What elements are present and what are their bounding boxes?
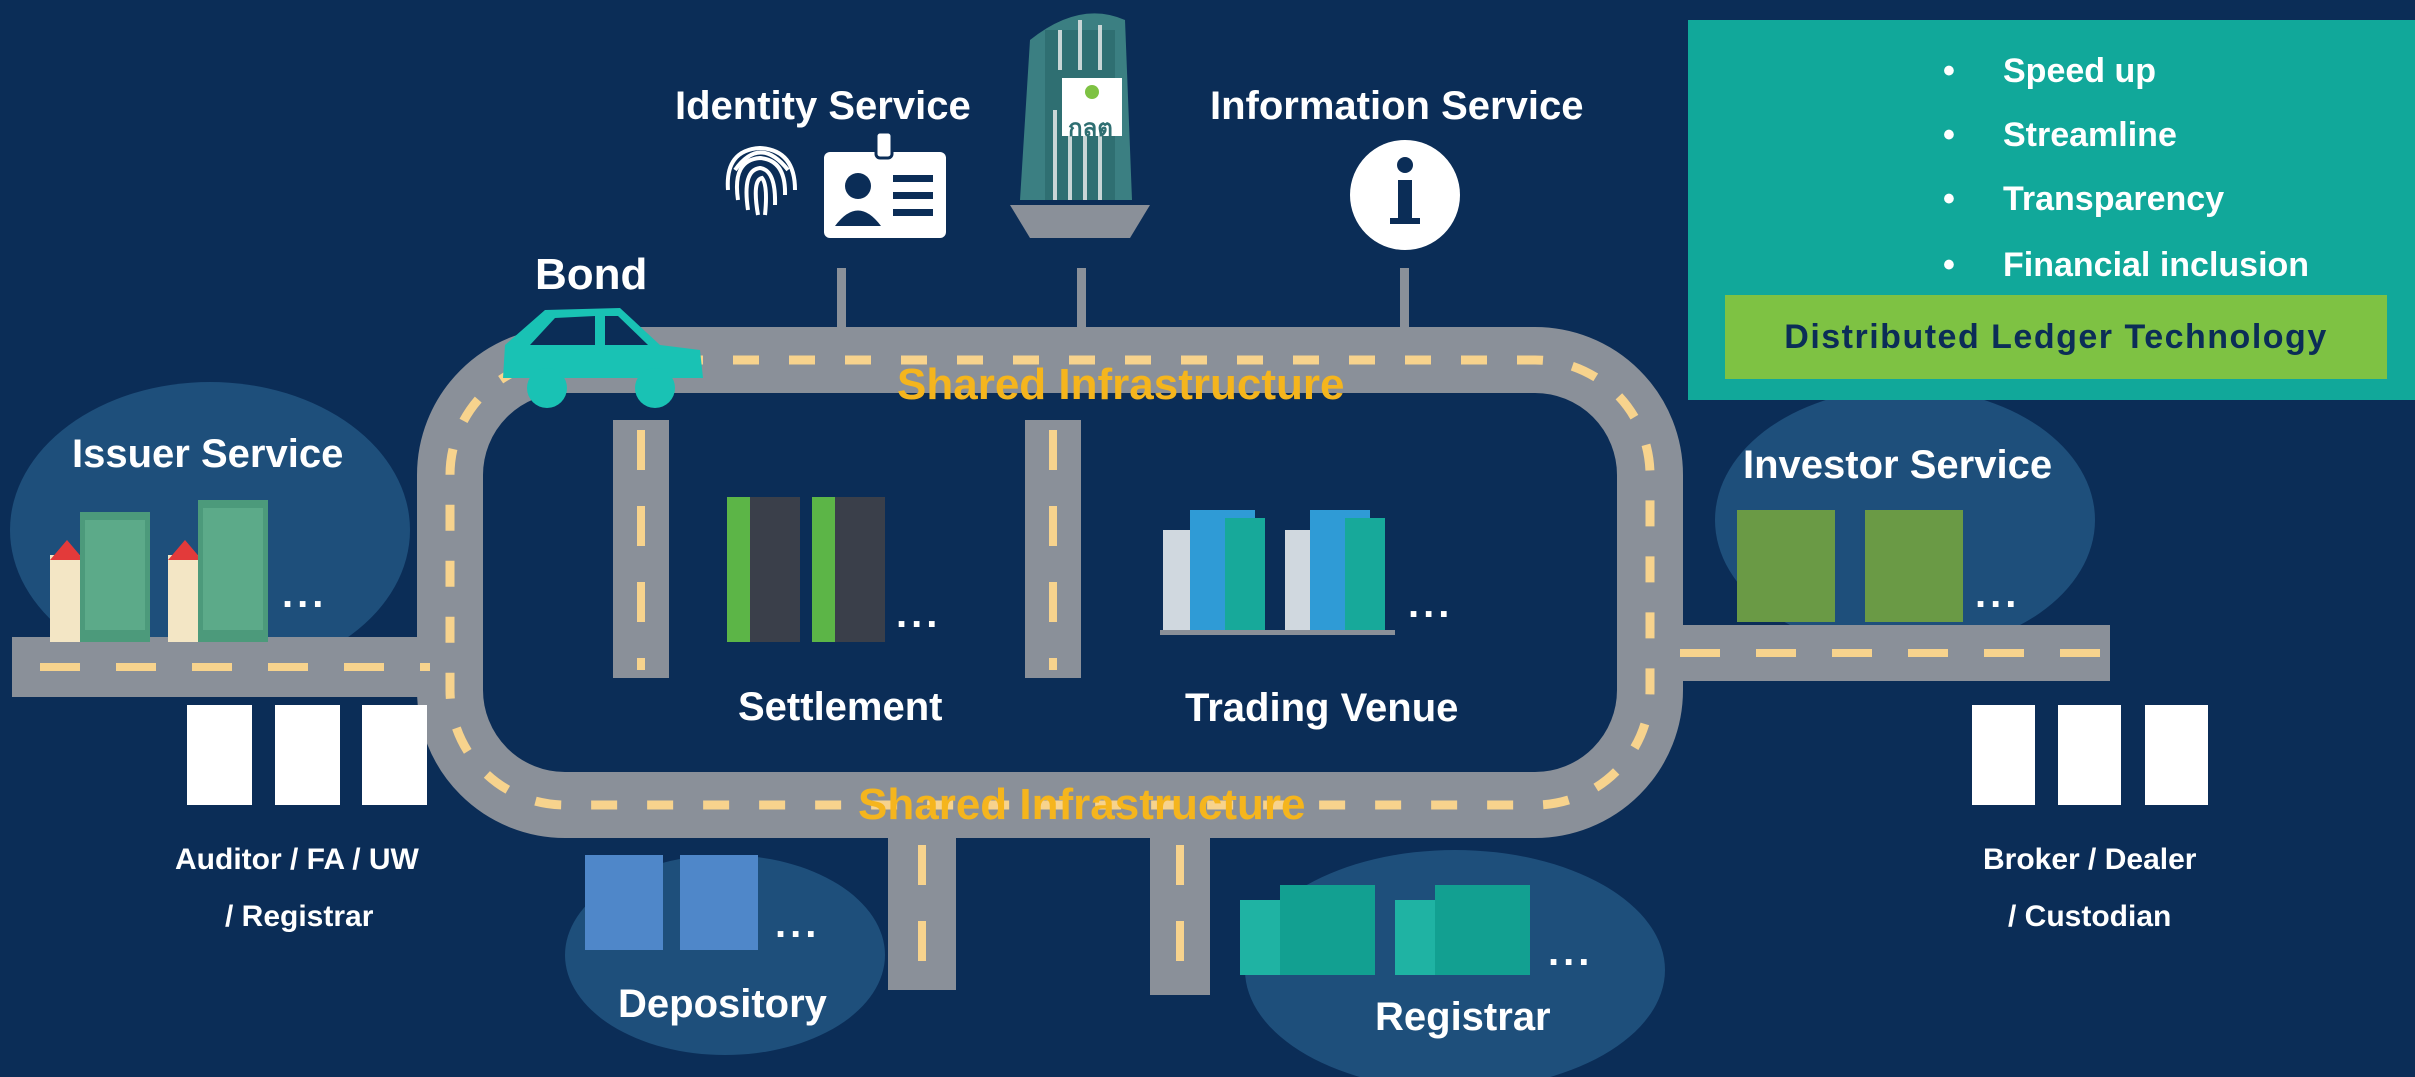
- benefit-item: Transparency: [1943, 180, 2224, 219]
- investor-buildings: [1737, 510, 1963, 622]
- registrar-ellipsis: ...: [1548, 930, 1594, 974]
- regulator-logo-text: กลต: [1068, 115, 1113, 142]
- broker-label-line2: / Custodian: [2008, 900, 2172, 933]
- investor-service-label: Investor Service: [1743, 443, 2053, 487]
- broker-label-line1: Broker / Dealer: [1983, 843, 2197, 876]
- benefit-item: Streamline: [1943, 116, 2177, 155]
- auditor-label-line1: Auditor / FA / UW: [175, 843, 419, 876]
- branch-road-dashes: [40, 430, 2105, 985]
- shared-infrastructure-bottom-label: Shared Infrastructure: [858, 780, 1306, 829]
- issuer-service-label: Issuer Service: [72, 432, 344, 476]
- issuer-ellipsis: ...: [282, 572, 328, 616]
- auditor-buildings: [187, 705, 427, 805]
- road-loop: [417, 327, 1683, 838]
- settlement-ellipsis: ...: [896, 592, 942, 636]
- regulator-building: [1010, 13, 1150, 238]
- trading-venue-label: Trading Venue: [1185, 686, 1459, 730]
- registrar-buildings: [1240, 885, 1530, 975]
- service-poles: [837, 268, 1409, 340]
- fingerprint-icon: [725, 145, 797, 216]
- broker-buildings: [1972, 705, 2208, 805]
- auditor-label-line2: / Registrar: [225, 900, 374, 933]
- issuer-buildings: [50, 500, 268, 642]
- branch-roads: [12, 420, 2110, 995]
- dlt-title-bar: Distributed Ledger Technology: [1725, 295, 2387, 379]
- depository-buildings: [585, 855, 758, 950]
- trading-venue-buildings: [1160, 510, 1395, 635]
- bond-label: Bond: [535, 250, 648, 299]
- dlt-benefits-panel: Speed up Streamline Transparency Financi…: [1688, 20, 2415, 400]
- trading-venue-ellipsis: ...: [1408, 582, 1454, 626]
- benefit-item: Financial inclusion: [1943, 246, 2309, 285]
- shared-infrastructure-top-label: Shared Infrastructure: [897, 360, 1345, 409]
- settlement-label: Settlement: [738, 685, 943, 729]
- benefit-item: Speed up: [1943, 52, 2156, 91]
- information-service-label: Information Service: [1210, 84, 1584, 128]
- registrar-label: Registrar: [1375, 995, 1551, 1039]
- investor-ellipsis: ...: [1975, 572, 2021, 616]
- id-card-icon: [824, 130, 946, 238]
- identity-service-label: Identity Service: [675, 84, 971, 128]
- car-icon: [503, 308, 703, 408]
- depository-label: Depository: [618, 982, 827, 1026]
- depository-ellipsis: ...: [775, 902, 821, 946]
- settlement-buildings: [727, 497, 885, 642]
- info-icon: [1350, 140, 1460, 250]
